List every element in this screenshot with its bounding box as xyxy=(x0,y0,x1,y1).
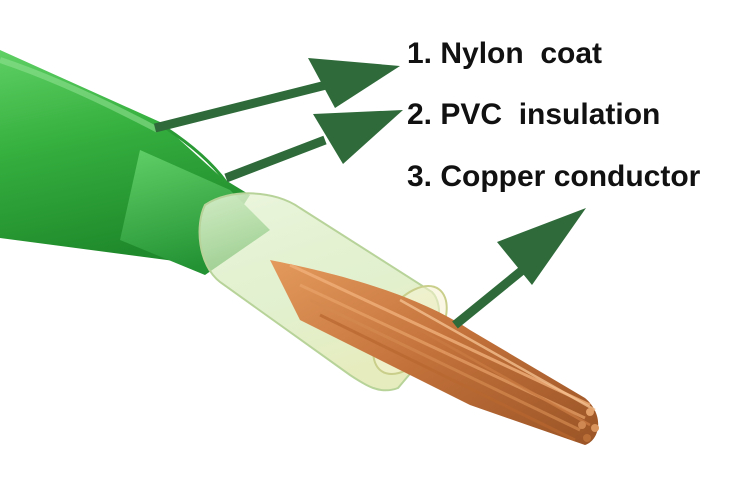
label-copper-conductor: 3. Copper conductor xyxy=(407,160,701,193)
label-nylon-coat: 1. Nylon coat xyxy=(407,37,602,70)
copper-conductor-shape xyxy=(270,260,599,445)
label-pvc-insulation: 2. PVC insulation xyxy=(407,98,660,131)
arrow-nylon xyxy=(153,58,400,133)
arrow-pvc xyxy=(224,110,403,183)
arrow-copper xyxy=(452,208,586,329)
